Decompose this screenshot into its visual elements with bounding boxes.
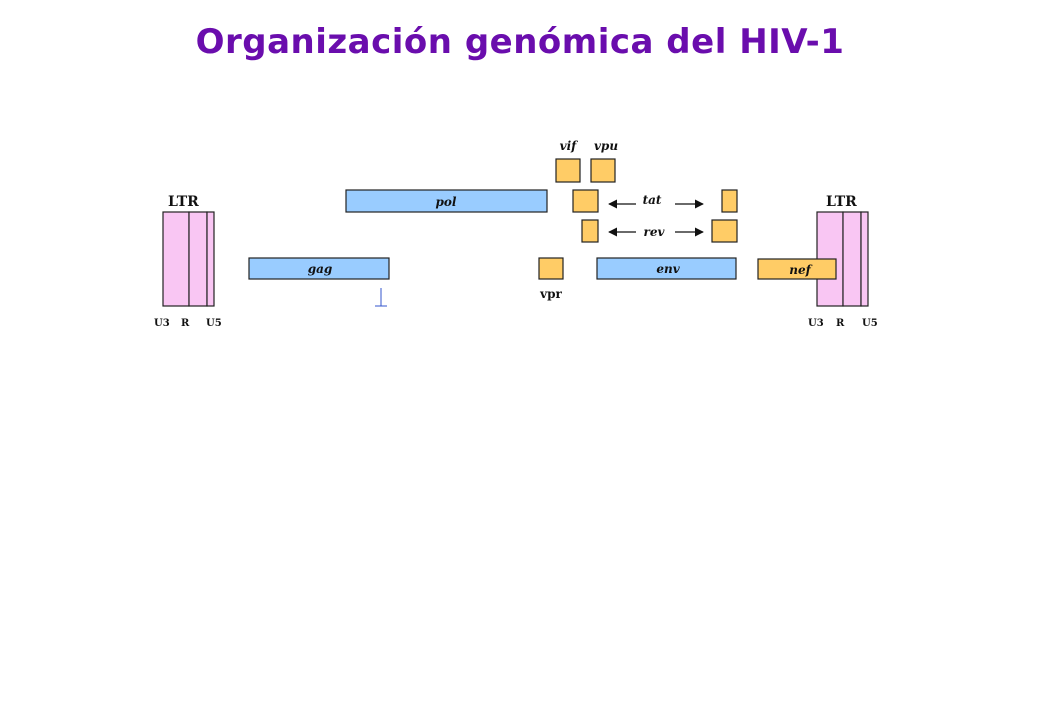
- vpu-box: [590, 158, 616, 183]
- gag-tick-marker: [375, 288, 387, 307]
- nef-label: nef: [789, 263, 812, 277]
- ltr-right-label: LTR: [826, 194, 857, 210]
- tat-label: tat: [643, 193, 662, 207]
- gene-nef: nef: [757, 258, 837, 280]
- ltr-left-region-r: R: [181, 318, 190, 329]
- gag-box: [248, 257, 390, 280]
- gene-vpr: vpr: [538, 257, 564, 301]
- rev-label: rev: [644, 225, 666, 239]
- vpr-box: [538, 257, 564, 280]
- pol-label: pol: [436, 195, 457, 209]
- gag-label: gag: [308, 262, 333, 276]
- tat-exon1-box: [572, 189, 599, 213]
- gene-gag: gag: [248, 257, 390, 280]
- vpu-label: vpu: [594, 139, 618, 153]
- ltr-left-region-u3: U3: [154, 318, 170, 329]
- env-label: env: [656, 262, 680, 276]
- pol-box: [345, 189, 548, 213]
- gene-vif: vif: [555, 139, 581, 183]
- gene-pol: pol: [345, 189, 548, 213]
- env-box: [596, 257, 737, 280]
- slide-title: Organización genómica del HIV-1: [195, 22, 845, 62]
- gene-tat: tat: [572, 189, 738, 213]
- rev-exon2-box: [711, 219, 738, 243]
- ltr-right-u5-block: [860, 211, 869, 307]
- ltr-right-region-u5: U5: [862, 318, 878, 329]
- ltr-left-label: LTR: [168, 194, 199, 210]
- tat-exon2-box: [721, 189, 738, 213]
- vif-label: vif: [560, 139, 579, 153]
- gene-rev: rev: [581, 219, 738, 243]
- gene-env: env: [596, 257, 737, 280]
- vif-box: [555, 158, 581, 183]
- gene-vpu: vpu: [590, 139, 618, 183]
- ltr-right-region-u3: U3: [808, 318, 824, 329]
- ltr-left-u5-block: [206, 211, 215, 307]
- ltr-left-region-u5: U5: [206, 318, 222, 329]
- ltr-left: LTR U3 R U5: [154, 194, 222, 329]
- ltr-right-r-block: [842, 211, 862, 307]
- nef-box: [757, 258, 837, 280]
- rev-exon1-box: [581, 219, 599, 243]
- vpr-label: vpr: [539, 287, 562, 301]
- ltr-left-u3-block: [162, 211, 190, 307]
- ltr-left-r-block: [188, 211, 208, 307]
- ltr-right-region-r: R: [836, 318, 845, 329]
